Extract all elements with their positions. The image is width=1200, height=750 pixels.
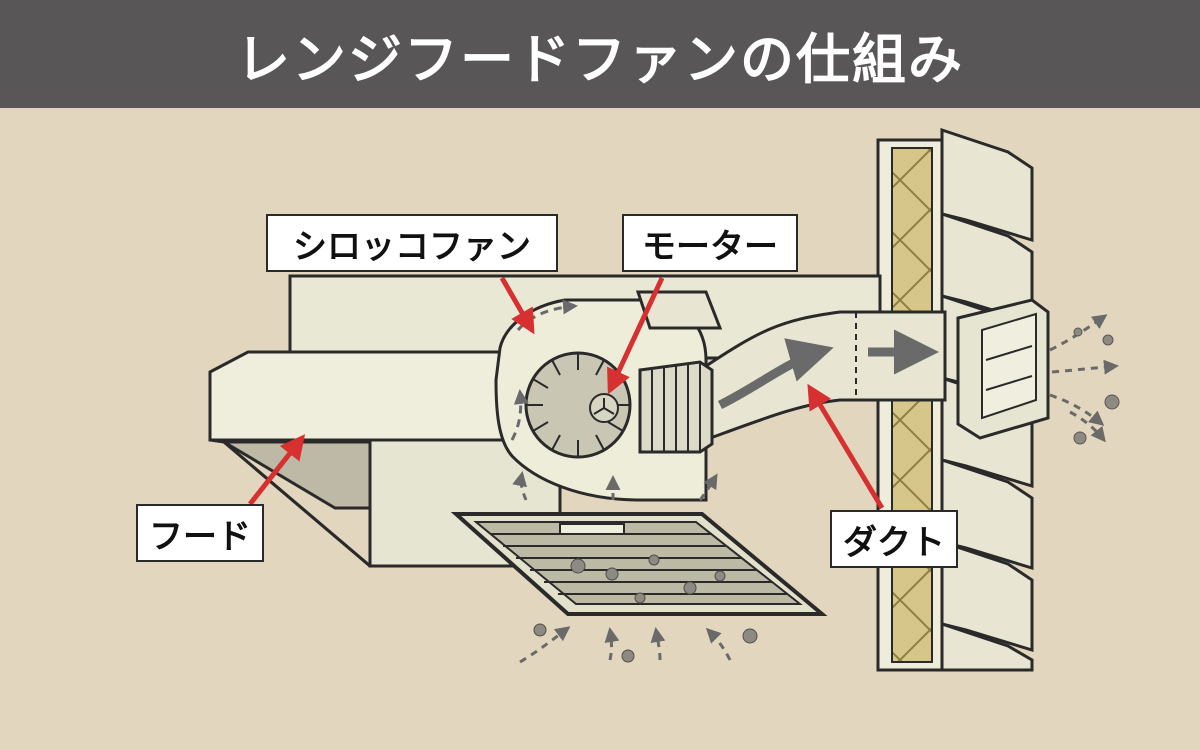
duct: [698, 310, 947, 443]
duct-label: ダクト: [830, 510, 958, 568]
exhaust-airflow-arrows: [1049, 314, 1119, 443]
pointer-arrows: [248, 276, 885, 510]
grease-filter: [450, 512, 828, 616]
sirocco-fan-label: シロッコファン: [266, 214, 558, 272]
wall-vent-cap: [956, 298, 1050, 440]
motor-pointer: [607, 276, 665, 395]
intake-smoke-puffs: [533, 623, 758, 663]
hood-label: フード: [136, 504, 264, 562]
duct-pointer: [807, 383, 885, 510]
intake-airflow-arrows: [512, 471, 732, 664]
motor-label: モーター: [622, 214, 798, 272]
title-bar: レンジフードファンの仕組み: [0, 0, 1200, 108]
smoke-puffs: [1073, 327, 1120, 445]
hood-pointer: [248, 434, 306, 506]
sirocco-fan-pointer: [499, 276, 535, 335]
page-title: レンジフードファンの仕組み: [236, 27, 964, 91]
motor: [638, 360, 714, 454]
